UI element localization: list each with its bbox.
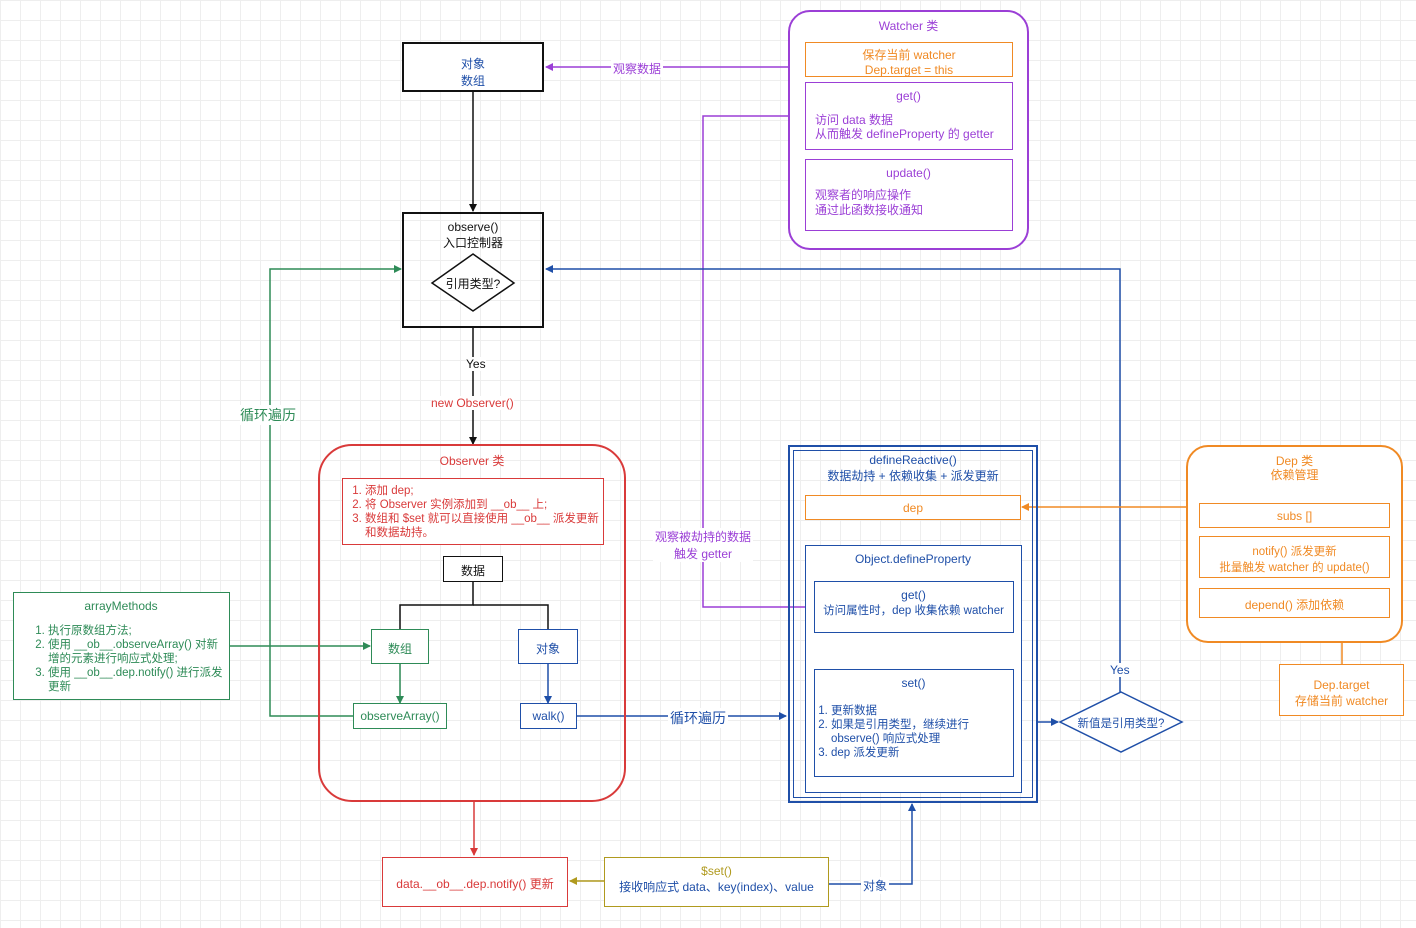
edge-label-object: 对象: [861, 877, 890, 894]
edge-yes-to-observe: [545, 265, 1121, 692]
data-label: 数据: [460, 564, 485, 578]
set-line: 接收响应式 data、key(index)、value: [619, 880, 814, 894]
watcher-save-line1: 保存当前 watcher: [862, 48, 956, 62]
observer-class-box: Observer 类: [318, 444, 626, 802]
depend-box: depend() 添加依赖: [1199, 588, 1390, 618]
edge-label-observed-getter-2: 触发 getter: [673, 547, 733, 561]
watcher-update-line2: 通过此函数接收通知: [815, 203, 924, 217]
setter-list: 更新数据 如果是引用类型，继续进行 observe() 响应式处理 dep 派发…: [815, 704, 1011, 760]
watcher-update-box: update() 观察者的响应操作 通过此函数接收通知: [805, 159, 1013, 231]
ref-type-diamond: [430, 253, 516, 312]
dep-box: dep: [805, 495, 1021, 520]
watcher-update-title: update(): [886, 166, 931, 180]
edge-label-observed-getter-1: 观察被劫持的数据: [654, 530, 751, 544]
ref-type-label: 引用类型?: [445, 277, 501, 291]
array-methods-step-2: 使用 __ob__.observeArray() 对新增的元素进行响应式处理;: [48, 638, 226, 666]
edge-label-observed-getter: 观察被劫持的数据 触发 getter: [653, 528, 753, 562]
watcher-save-box: 保存当前 watcher Dep.target = this: [805, 42, 1013, 77]
watcher-save-line2: Dep.target = this: [864, 63, 954, 77]
observer-class-title: Observer 类: [439, 454, 505, 468]
watcher-get-box: get() 访问 data 数据 从而触发 defineProperty 的 g…: [805, 82, 1013, 150]
set-title: $set(): [701, 864, 732, 878]
watcher-get-line1: 访问 data 数据: [815, 113, 894, 127]
edge-set-to-define-reactive: [829, 803, 916, 885]
dep-target-line2: 存储当前 watcher: [1294, 694, 1389, 708]
dep-target-box: Dep.target 存储当前 watcher: [1279, 664, 1404, 716]
define-reactive-box: defineReactive() 数据劫持 + 依赖收集 + 派发更新: [788, 445, 1038, 803]
define-property-title: Object.defineProperty: [854, 552, 972, 566]
edge-label-new-observer: new Observer(): [431, 396, 514, 410]
dep-class-title: Dep 类: [1275, 454, 1314, 468]
watcher-get-title: get(): [896, 89, 921, 103]
watcher-class-title: Watcher 类: [878, 19, 939, 33]
set-box: $set() 接收响应式 data、key(index)、value: [604, 857, 829, 907]
edge-data-tree: [399, 582, 474, 629]
array-methods-list: 执行原数组方法; 使用 __ob__.observeArray() 对新增的元素…: [32, 624, 226, 694]
watcher-update-line1: 观察者的响应操作: [815, 188, 912, 202]
watcher-get-line2: 从而触发 defineProperty 的 getter: [815, 127, 994, 141]
notify-method-box: notify() 派发更新 批量触发 watcher 的 update(): [1199, 536, 1390, 578]
walk-label: walk(): [532, 709, 565, 723]
data-box: 数据: [443, 556, 503, 582]
setter-steps: 更新数据 如果是引用类型，继续进行 observe() 响应式处理 dep 派发…: [815, 704, 1011, 760]
top-array-label: 数组: [460, 74, 485, 88]
dep-target-line1: Dep.target: [1313, 678, 1370, 692]
new-value-label: 新值是引用类型?: [1077, 718, 1165, 730]
observe-subtitle: 入口控制器: [442, 236, 503, 250]
getter-line: 访问属性时，dep 收集依赖 watcher: [823, 605, 1004, 617]
edge-loop-to-observe: [269, 265, 402, 717]
array-methods-box: arrayMethods 执行原数组方法; 使用 __ob__.observeA…: [13, 592, 230, 700]
observer-step-2: 将 Observer 实例添加到 __ob__ 上;: [365, 498, 599, 512]
edge-label-yes-2: Yes: [1110, 663, 1130, 677]
getter-title: get(): [901, 588, 926, 602]
setter-title: set(): [901, 676, 926, 690]
depend-label: depend() 添加依赖: [1244, 598, 1345, 612]
edge-data-tree-right: [473, 604, 549, 629]
array-box: 数组: [371, 629, 429, 664]
array-methods-step-3: 使用 __ob__.dep.notify() 进行派发更新: [48, 666, 226, 694]
observe-array-box: observeArray(): [353, 703, 447, 729]
notify-method-line2: 批量触发 watcher 的 update(): [1219, 562, 1370, 574]
array-label: 数组: [387, 642, 412, 656]
define-reactive-title: defineReactive(): [869, 453, 957, 467]
setter-step-2: 如果是引用类型，继续进行 observe() 响应式处理: [831, 718, 1011, 746]
array-methods-title: arrayMethods: [84, 599, 158, 613]
object-label: 对象: [535, 642, 560, 656]
edge-label-loop-traverse-1: 循环遍历: [240, 405, 296, 425]
notify-method-line1: notify() 派发更新: [1252, 546, 1337, 558]
walk-box: walk(): [520, 703, 577, 729]
observer-steps-list: 添加 dep; 将 Observer 实例添加到 __ob__ 上; 数组和 $…: [349, 484, 599, 540]
setter-box: set() 更新数据 如果是引用类型，继续进行 observe() 响应式处理 …: [814, 669, 1014, 777]
dep-class-subtitle: 依赖管理: [1270, 468, 1319, 482]
setter-step-1: 更新数据: [831, 704, 1011, 718]
edge-label-loop-traverse-2: 循环遍历: [668, 708, 728, 728]
top-object-label: 对象: [460, 57, 485, 71]
observe-title: observe(): [447, 220, 499, 234]
array-methods-step-1: 执行原数组方法;: [48, 624, 226, 638]
observer-step-3: 数组和 $set 就可以直接使用 __ob__ 派发更新和数据劫持。: [365, 512, 599, 540]
observe-controller-box: observe() 入口控制器: [402, 212, 544, 328]
edge-label-yes-1: Yes: [466, 357, 486, 371]
ob-notify-box: data.__ob__.dep.notify() 更新: [382, 857, 568, 907]
object-box: 对象: [518, 629, 578, 664]
setter-step-3: dep 派发更新: [831, 746, 1011, 760]
edge-watcher-get-to-getter: [702, 115, 814, 611]
observer-steps-box: 添加 dep; 将 Observer 实例添加到 __ob__ 上; 数组和 $…: [342, 478, 604, 545]
top-object-box: 对象 数组: [402, 42, 544, 92]
ob-notify-label: data.__ob__.dep.notify() 更新: [396, 877, 554, 891]
define-reactive-subtitle: 数据劫持 + 依赖收集 + 派发更新: [827, 469, 999, 483]
array-methods-steps: 执行原数组方法; 使用 __ob__.observeArray() 对新增的元素…: [32, 624, 226, 694]
new-value-diamond: [1058, 691, 1184, 753]
getter-box: get() 访问属性时，dep 收集依赖 watcher: [814, 581, 1014, 633]
dep-label: dep: [902, 501, 924, 515]
observe-array-label: observeArray(): [360, 709, 440, 723]
edge-label-observe-data: 观察数据: [611, 60, 664, 77]
subs-box: subs []: [1199, 503, 1390, 528]
subs-label: subs []: [1276, 509, 1313, 523]
observer-step-1: 添加 dep;: [365, 484, 599, 498]
